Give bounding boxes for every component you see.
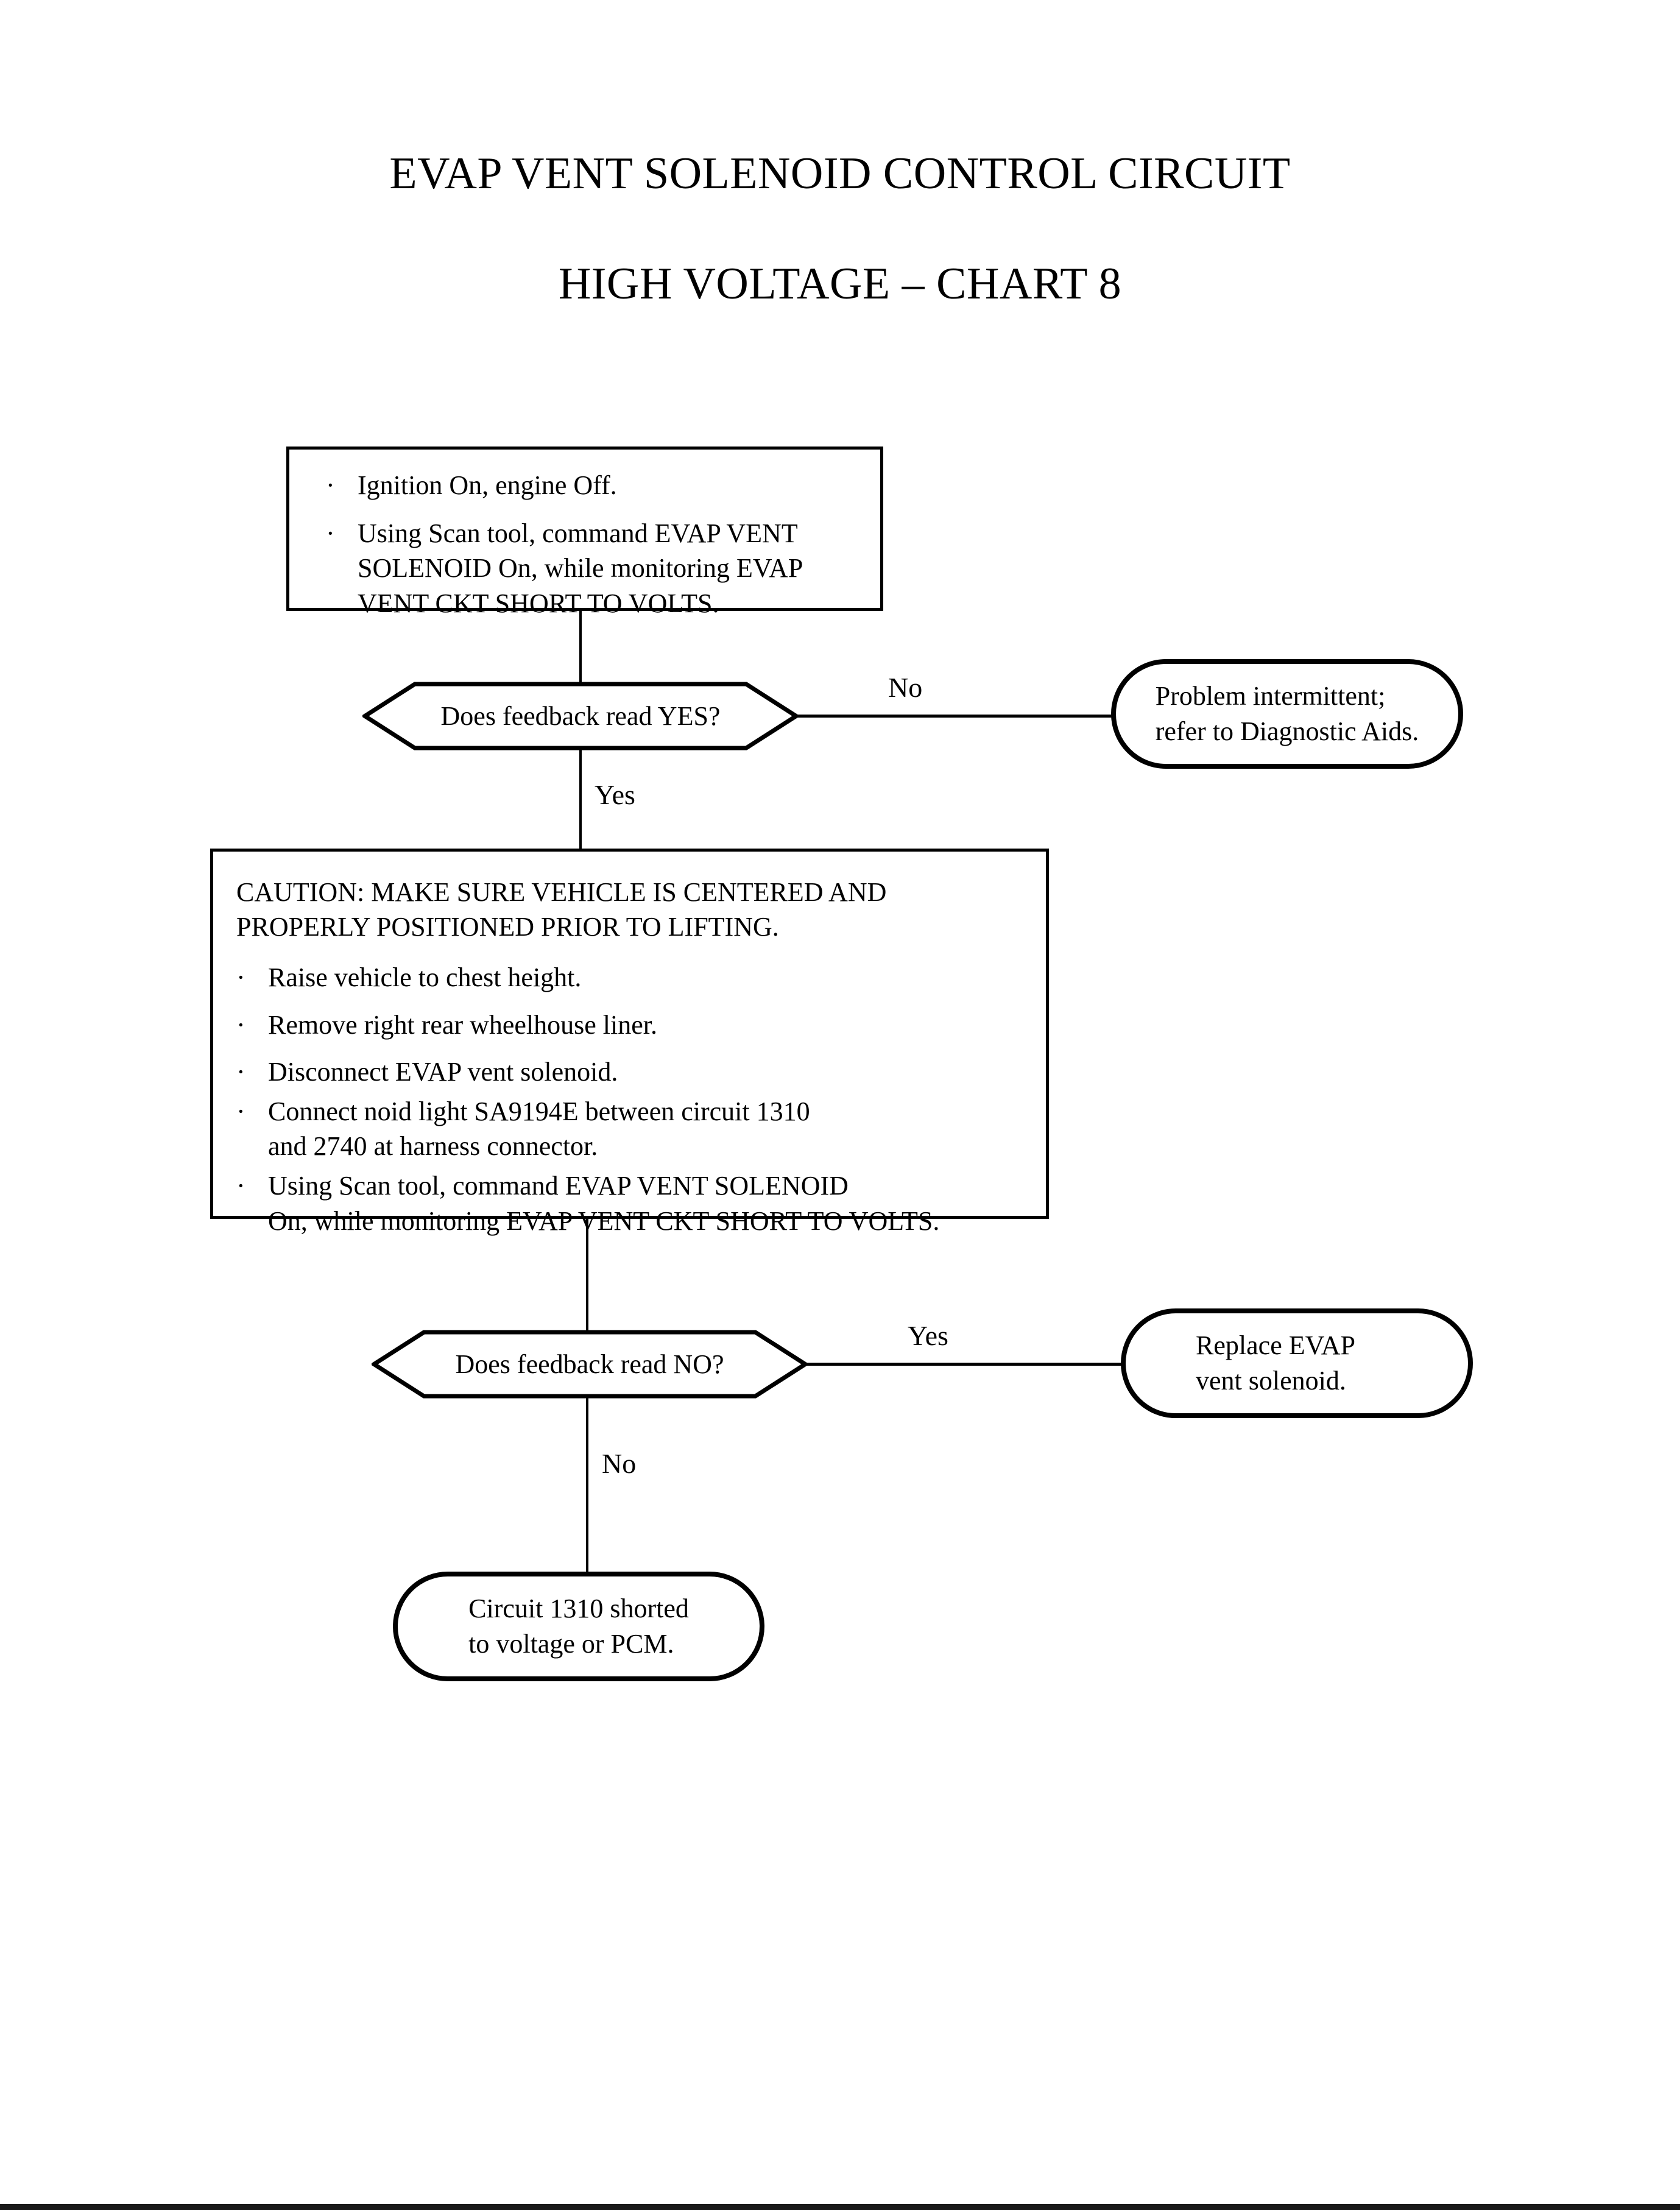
connector-step2-to-decision2 (586, 1219, 588, 1332)
decision-2-label: Does feedback read NO? (455, 1349, 724, 1379)
bullet-marker-icon: · (236, 1171, 245, 1201)
terminator-problem-intermittent-text: Problem intermittent; refer to Diagnosti… (1155, 680, 1419, 746)
step-1-bullet-list: · Ignition On, engine Off. · Using Scan … (289, 450, 880, 621)
step-1-bullet-1-text: Ignition On, engine Off. (358, 470, 617, 500)
connector-decision2-to-terminator2 (806, 1363, 1123, 1366)
page-title-line-2: HIGH VOLTAGE – CHART 8 (558, 258, 1122, 309)
step-1-bullet-2-text: Using Scan tool, command EVAP VENT SOLEN… (358, 518, 803, 618)
edge-label-no-1: No (888, 672, 923, 703)
step-1-bullet-2: · Using Scan tool, command EVAP VENT SOL… (326, 516, 856, 621)
decision-2-shape: Does feedback read NO? (372, 1329, 808, 1399)
bullet-marker-icon: · (236, 1056, 245, 1087)
step-1-process-box: · Ignition On, engine Off. · Using Scan … (286, 447, 883, 618)
bullet-marker-icon: · (236, 1096, 245, 1126)
step-2-bullet-5-text: Using Scan tool, command EVAP VENT SOLEN… (268, 1171, 940, 1236)
terminator-problem-intermittent: Problem intermittent; refer to Diagnosti… (1111, 659, 1463, 769)
page-title: EVAP VENT SOLENOID CONTROL CIRCUIT HIGH … (0, 91, 1680, 366)
connector-step1-to-decision1 (579, 611, 582, 683)
step-2-bullet-1: · Raise vehicle to chest height. (236, 960, 1028, 995)
connector-decision1-to-step2 (579, 749, 582, 850)
edge-label-no-2: No (602, 1448, 637, 1479)
page-bottom-edge (0, 2204, 1680, 2210)
terminator-replace-evap-vent-solenoid-text: Replace EVAP vent solenoid. (1196, 1330, 1355, 1396)
edge-label-yes-1: Yes (595, 779, 635, 810)
step-1-bullet-1: · Ignition On, engine Off. (326, 468, 856, 503)
page-title-line-1: EVAP VENT SOLENOID CONTROL CIRCUIT (389, 149, 1291, 199)
step-2-caution-heading: CAUTION: MAKE SURE VEHICLE IS CENTERED A… (236, 877, 887, 942)
step-2-bullet-3: · Disconnect EVAP vent solenoid. (236, 1054, 1028, 1089)
bullet-marker-icon: · (326, 470, 335, 500)
bullet-marker-icon: · (326, 518, 335, 549)
step-2-bullet-2-text: Remove right rear wheelhouse liner. (268, 1009, 658, 1040)
decision-1-label: Does feedback read YES? (440, 701, 721, 731)
step-2-caution-box: CAUTION: MAKE SURE VEHICLE IS CENTERED A… (210, 849, 1049, 1236)
terminator-circuit-1310-shorted-text: Circuit 1310 shorted to voltage or PCM. (468, 1593, 689, 1659)
bullet-marker-icon: · (236, 962, 245, 993)
step-2-bullet-2: · Remove right rear wheelhouse liner. (236, 1008, 1028, 1042)
step-2-bullet-5: · Using Scan tool, command EVAP VENT SOL… (236, 1168, 1028, 1238)
terminator-replace-evap-vent-solenoid: Replace EVAP vent solenoid. (1121, 1308, 1473, 1418)
step-2-bullet-4-text: Connect noid light SA9194E between circu… (268, 1096, 810, 1162)
bullet-marker-icon: · (236, 1009, 245, 1040)
step-2-content: CAUTION: MAKE SURE VEHICLE IS CENTERED A… (213, 852, 1046, 1238)
connector-decision2-to-terminator3 (586, 1397, 588, 1574)
step-2-bullet-3-text: Disconnect EVAP vent solenoid. (268, 1056, 618, 1087)
step-2-bullet-1-text: Raise vehicle to chest height. (268, 962, 582, 993)
decision-1-shape: Does feedback read YES? (362, 681, 799, 751)
edge-label-yes-2: Yes (908, 1320, 948, 1351)
step-2-bullet-4: · Connect noid light SA9194E between cir… (236, 1094, 1028, 1163)
terminator-circuit-1310-shorted: Circuit 1310 shorted to voltage or PCM. (393, 1572, 764, 1681)
connector-decision1-to-terminator1 (797, 715, 1114, 718)
